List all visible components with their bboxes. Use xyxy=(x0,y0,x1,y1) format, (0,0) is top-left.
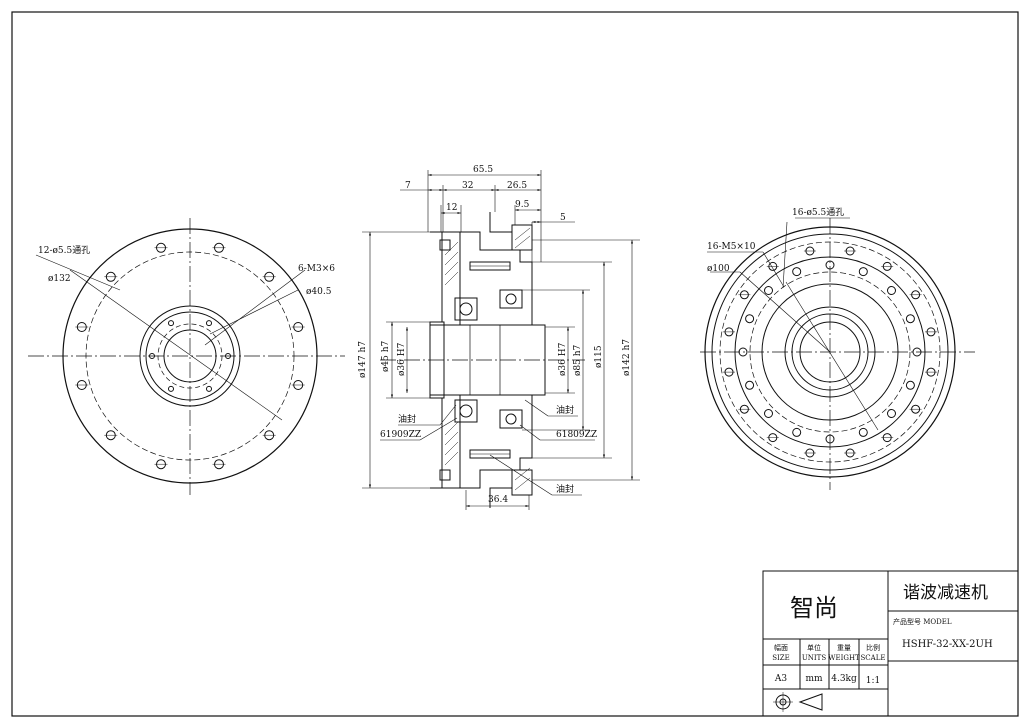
value-units: mm xyxy=(805,674,823,684)
rear-inner-hole xyxy=(738,347,748,357)
rear-view xyxy=(700,217,975,490)
dim-dia-45: ø45 h7 xyxy=(381,340,391,372)
header-scale-cn: 比例 xyxy=(866,643,880,652)
value-size: A3 xyxy=(774,674,787,684)
header-weight-en: WEIGHT xyxy=(828,654,860,662)
rear-inner-hole xyxy=(887,409,896,418)
front-label-threads: 6-M3×6 xyxy=(298,264,335,274)
rear-inner-hole xyxy=(792,267,802,277)
rear-inner-hole xyxy=(745,314,755,324)
title-model-label: 产品型号 MODEL xyxy=(893,617,952,626)
rear-label-holes-through: 16-ø5.5通孔 xyxy=(792,207,844,218)
label-seal-bottom: 油封 xyxy=(556,483,574,495)
label-seal-left: 油封 xyxy=(398,413,416,425)
header-scale-en: SCALE xyxy=(861,654,886,662)
dim-dia-36-left: ø36 H7 xyxy=(397,342,407,376)
front-inner-hole xyxy=(206,385,212,392)
title-product: 谐波减速机 xyxy=(903,583,988,603)
dim-9-5: 9.5 xyxy=(515,200,530,210)
rear-inner-hole xyxy=(825,434,835,444)
dim-36-4: 36.4 xyxy=(488,495,508,505)
rear-inner-hole xyxy=(905,314,915,324)
rear-label-dia-100: ø100 xyxy=(707,264,730,274)
header-weight-cn: 重量 xyxy=(837,644,851,652)
rear-inner-hole xyxy=(792,427,802,437)
value-scale: 1:1 xyxy=(866,676,880,686)
dim-dia-142: ø142 h7 xyxy=(622,339,632,376)
rear-label-threads: 16-M5×10 xyxy=(707,242,756,252)
label-bearing-left: 61909ZZ xyxy=(380,430,421,440)
label-seal-right: 油封 xyxy=(556,404,574,416)
rear-inner-hole xyxy=(912,347,922,357)
front-inner-hole xyxy=(225,353,231,359)
dim-5: 5 xyxy=(560,213,566,223)
header-units-en: UNITS xyxy=(802,654,826,662)
rear-inner-hole xyxy=(905,380,915,390)
header-units-cn: 单位 xyxy=(807,643,821,652)
rear-inner-hole xyxy=(858,427,868,437)
dim-dia-147: ø147 h7 xyxy=(358,341,368,378)
front-inner-hole xyxy=(168,320,174,327)
dim-65-5: 65.5 xyxy=(473,165,493,175)
dim-dia-36-right: ø36 H7 xyxy=(558,342,568,376)
front-inner-hole xyxy=(168,385,174,392)
title-model-value: HSHF-32-XX-2UH xyxy=(902,639,993,650)
header-size-en: SIZE xyxy=(772,654,790,662)
rear-inner-hole xyxy=(764,409,773,418)
dim-dia-85: ø85 h7 xyxy=(573,344,583,376)
front-label-dia-132: ø132 xyxy=(48,274,71,284)
rear-inner-hole xyxy=(887,286,896,295)
front-label-dia-40-5: ø40.5 xyxy=(306,287,332,297)
rear-inner-hole xyxy=(858,267,868,277)
front-view xyxy=(28,218,345,495)
section-view xyxy=(362,170,640,510)
value-weight: 4.3kg xyxy=(831,674,857,684)
rear-inner-hole xyxy=(764,286,773,295)
front-inner-hole xyxy=(206,320,212,327)
dim-26-5: 26.5 xyxy=(507,181,527,191)
front-label-holes-outer: 12-ø5.5通孔 xyxy=(38,245,90,256)
dim-32: 32 xyxy=(462,181,473,191)
label-bearing-right: 61809ZZ xyxy=(556,430,597,440)
rear-inner-hole xyxy=(745,380,755,390)
title-block xyxy=(762,570,1019,717)
title-company: 智尚 xyxy=(790,594,838,622)
header-size-cn: 幅面 xyxy=(774,643,788,652)
sheet-border xyxy=(11,11,1019,717)
dim-12: 12 xyxy=(446,203,457,213)
dim-dia-115: ø115 xyxy=(594,345,604,368)
dim-7: 7 xyxy=(405,181,411,191)
rear-inner-hole xyxy=(825,260,835,270)
front-inner-hole xyxy=(149,353,155,359)
